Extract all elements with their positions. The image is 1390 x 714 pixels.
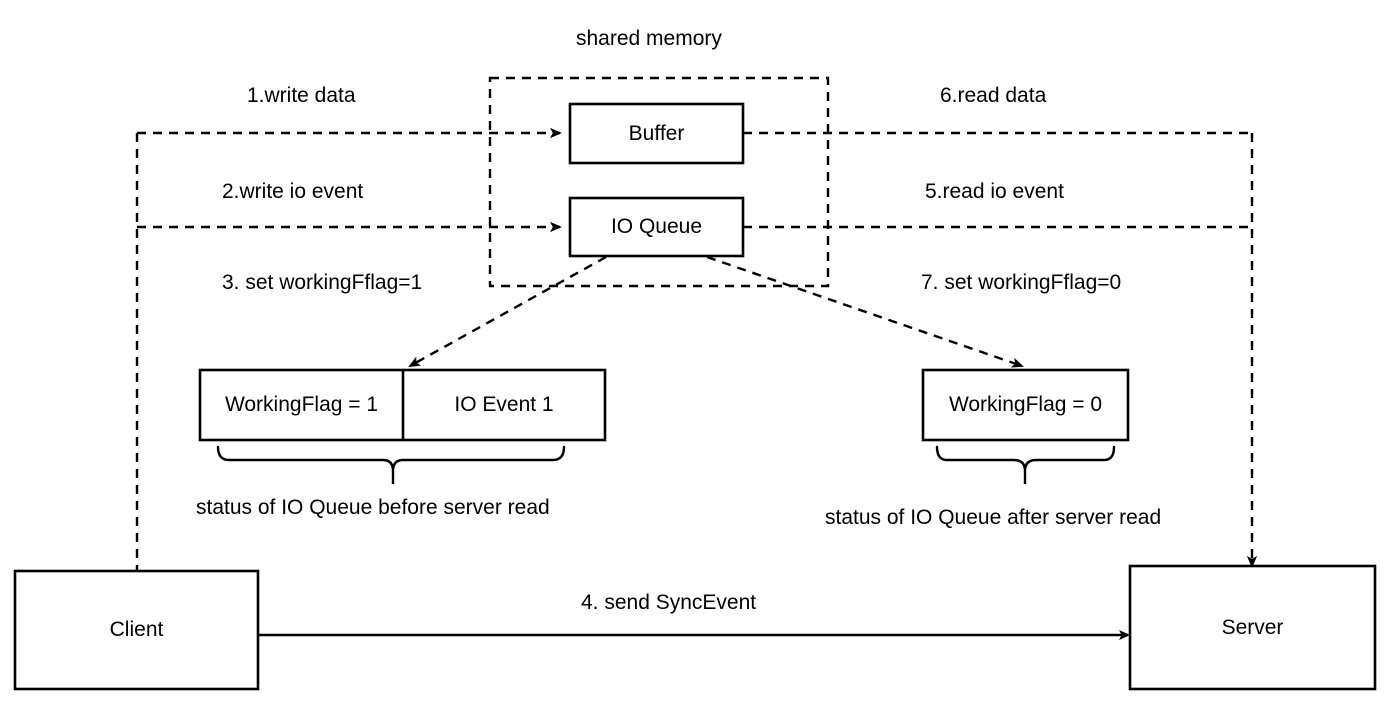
io-queue-box-label: IO Queue (610, 215, 703, 238)
workingflag-1-label: WorkingFlag = 1 (224, 393, 379, 416)
client-box (13, 569, 260, 691)
io-queue-box (568, 196, 745, 258)
edge-label-read-io-event: 5.read io event (925, 180, 1064, 203)
edge-label-set-workingflag-1: 3. set workingFflag=1 (222, 271, 423, 294)
brace-right-caption: status of IO Queue after server read (825, 506, 1162, 529)
edge-set-workingflag-0 (706, 255, 1024, 368)
server-box (1128, 564, 1377, 691)
buffer-box (568, 102, 745, 165)
edge-label-write-io-event: 2.write io event (222, 180, 364, 203)
buffer-box-label: Buffer (628, 121, 685, 145)
edge-label-write-data: 1.write data (247, 84, 356, 107)
workingflag-0-label: WorkingFlag = 0 (948, 393, 1103, 416)
client-box-label: Client (109, 618, 164, 641)
server-box-label: Server (1221, 615, 1284, 639)
workingflag-0-box (921, 368, 1130, 442)
shared-memory-label: shared memory (576, 27, 722, 50)
edge-label-set-workingflag-0: 7. set workingFflag=0 (921, 271, 1122, 294)
edge-label-read-data: 6.read data (940, 84, 1047, 107)
shared-memory-container (488, 76, 830, 288)
edge-label-send-syncevent: 4. send SyncEvent (581, 591, 757, 614)
io-event-1-label: IO Event 1 (454, 393, 554, 416)
brace-right (935, 445, 1116, 472)
edge-set-workingflag-1 (408, 255, 607, 368)
brace-left-caption: status of IO Queue before server read (196, 496, 550, 519)
brace-left (216, 445, 566, 472)
